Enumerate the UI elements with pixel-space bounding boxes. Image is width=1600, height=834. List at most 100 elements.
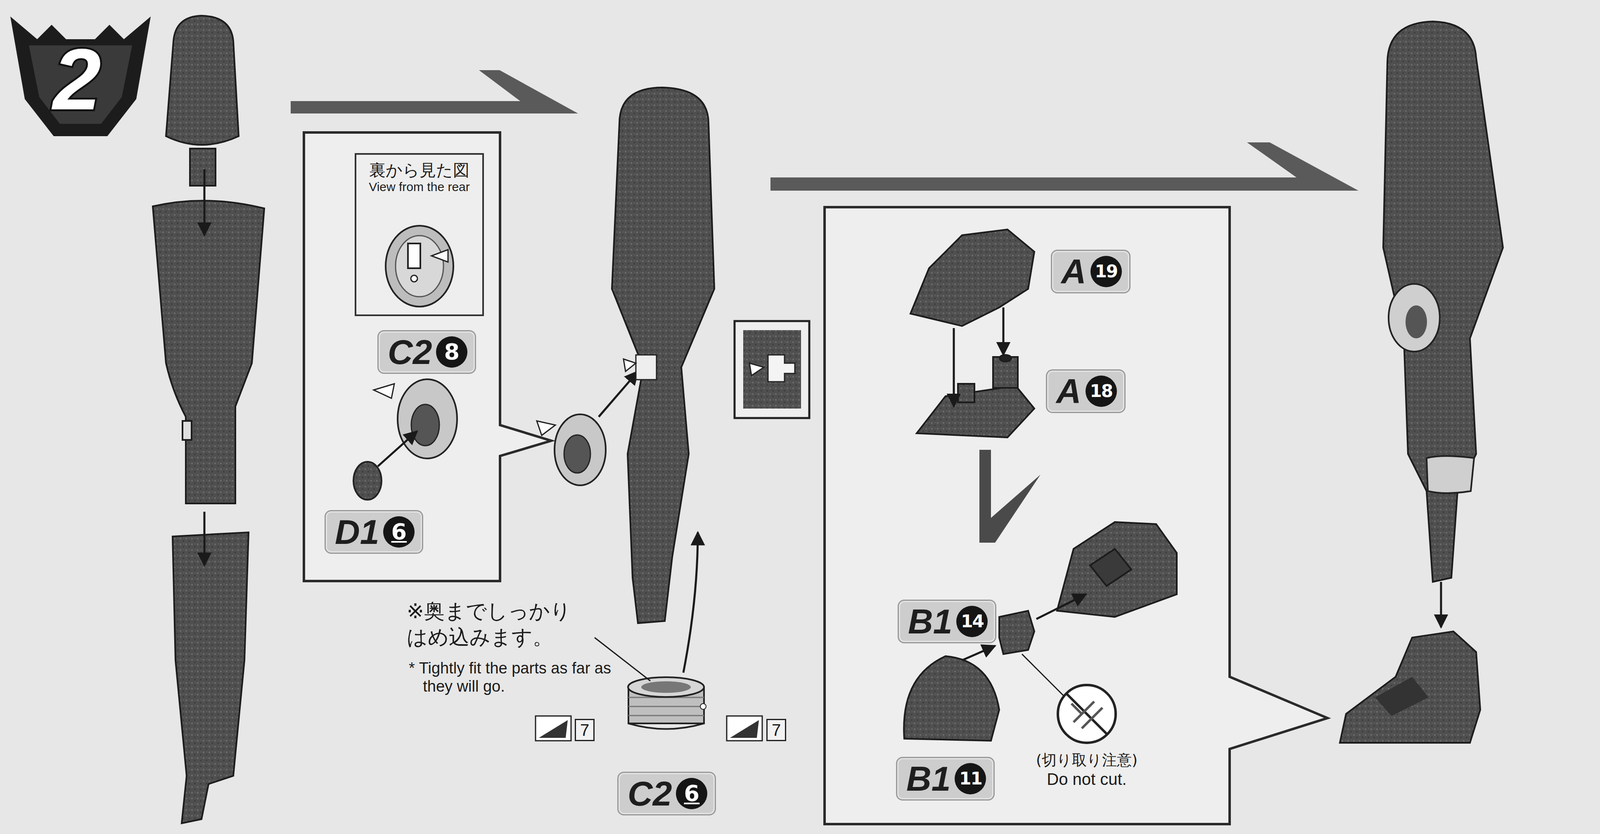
part-number: 14: [956, 606, 988, 638]
step-arrow: [979, 450, 1041, 543]
gate-count: 7: [766, 719, 787, 742]
insert-arrow: [377, 431, 418, 467]
shin-part: [172, 532, 249, 824]
part-number: 6: [675, 778, 708, 810]
prohibit-slash: [1066, 694, 1107, 735]
step-badge: [10, 16, 151, 137]
detail-callout: [303, 132, 552, 582]
assembly-arrows: [203, 169, 206, 566]
insert-arrow: [962, 646, 996, 661]
knee-cap-attach: [536, 371, 638, 486]
part-label: D16: [324, 510, 424, 555]
toe-slot: [1090, 549, 1132, 587]
gate-count: 7: [574, 719, 595, 742]
direction-mark: [623, 359, 636, 372]
knee-cap-recess: [411, 404, 440, 446]
insert-arrow: [683, 532, 698, 674]
gate-icon: [535, 716, 572, 742]
badge-frame: [10, 16, 151, 137]
insert-arrow: [1036, 594, 1086, 620]
knee-cap-rim: [395, 235, 444, 297]
step-arrow: [770, 142, 1359, 191]
clip-zoom: [734, 321, 810, 419]
heel-armor-part: [910, 229, 1035, 327]
hip-peg: [189, 148, 216, 186]
warning-leader: [1021, 654, 1070, 702]
part-number: 19: [1090, 256, 1122, 288]
part-label: A18: [1045, 369, 1126, 414]
part-sprue: A: [1061, 254, 1087, 290]
insert-arrow: [952, 328, 956, 407]
knee-cap-recess: [564, 435, 591, 474]
thigh-part: [152, 200, 265, 504]
leg-parts-exploded: [152, 15, 265, 824]
part-number: 8: [436, 336, 468, 368]
part-label: A19: [1050, 249, 1131, 294]
part-sprue: D1: [334, 514, 380, 550]
part-number: 6: [383, 516, 415, 548]
gate-icon: [726, 716, 763, 742]
insert-arrow: [1440, 582, 1443, 628]
assembly-note-en: * Tightly fit the parts as far as they w…: [408, 659, 622, 696]
gate-blade: [538, 720, 568, 739]
rear-view-illustration: [385, 225, 454, 307]
insert-arrow: [598, 371, 638, 418]
part-sprue: C2: [627, 776, 672, 812]
detail-callout: [824, 207, 1328, 825]
clip-detail: [623, 355, 657, 380]
zoom-frame: [734, 321, 810, 419]
ring-top: [628, 677, 704, 698]
cutter-symbol: [1071, 701, 1103, 729]
part-sprue: B1: [907, 604, 953, 640]
part-sprue: A: [1056, 374, 1082, 409]
gate-point: [700, 704, 707, 710]
socket-hole: [999, 355, 1012, 362]
prohibit-circle: [1057, 685, 1116, 744]
gate-marks: [535, 704, 763, 742]
part-number: 18: [1085, 375, 1117, 408]
heel-part: [903, 656, 1000, 742]
ring-hole: [641, 681, 691, 694]
view-title-en: View from the rear: [356, 179, 483, 195]
assembly-note: ※奥までしっかり はめ込みます。: [406, 598, 622, 651]
ring-bottom: [628, 723, 704, 730]
part-label: B111: [896, 757, 995, 802]
knee-disc-part: [353, 462, 382, 501]
warning-text: (切り取り注意): [1035, 750, 1138, 771]
part-sprue: B1: [906, 761, 951, 797]
direction-mark: [373, 384, 395, 399]
step-number: 2: [52, 36, 102, 124]
pin-hole: [410, 275, 418, 283]
gate-blade: [730, 720, 759, 739]
insert-arrow: [203, 169, 206, 236]
do-not-cut-icon: [1057, 685, 1116, 744]
foot-parts: [903, 229, 1177, 742]
slot: [407, 243, 421, 269]
insert-arrow: [203, 512, 206, 566]
hip-joint-part: [165, 15, 239, 145]
view-title: 裏から見た図: [356, 160, 483, 180]
knee-cap: [1388, 284, 1440, 352]
foot-base-part: [916, 386, 1035, 438]
ankle-joint-part: [999, 611, 1035, 655]
part-number: 11: [954, 763, 987, 795]
knee-cap-rear: [385, 225, 454, 307]
zoom-surface: [743, 330, 802, 409]
direction-mark: [749, 363, 764, 376]
part-sprue: C2: [387, 334, 432, 370]
part-label: C26: [617, 772, 716, 816]
leg-assembled: [611, 87, 715, 624]
toe-part: [1057, 522, 1177, 618]
knee-cap-part: [397, 379, 458, 459]
clip-shape: [768, 355, 795, 382]
part-label: B114: [897, 599, 997, 644]
view-box: 裏から見た図View from the rear: [354, 153, 484, 317]
knee-cap-recess: [1405, 305, 1427, 339]
ring-groove: [628, 706, 704, 708]
direction-mark: [536, 421, 556, 436]
part-label: C28: [377, 330, 477, 375]
warning-text-en: Do not cut.: [1046, 770, 1127, 790]
